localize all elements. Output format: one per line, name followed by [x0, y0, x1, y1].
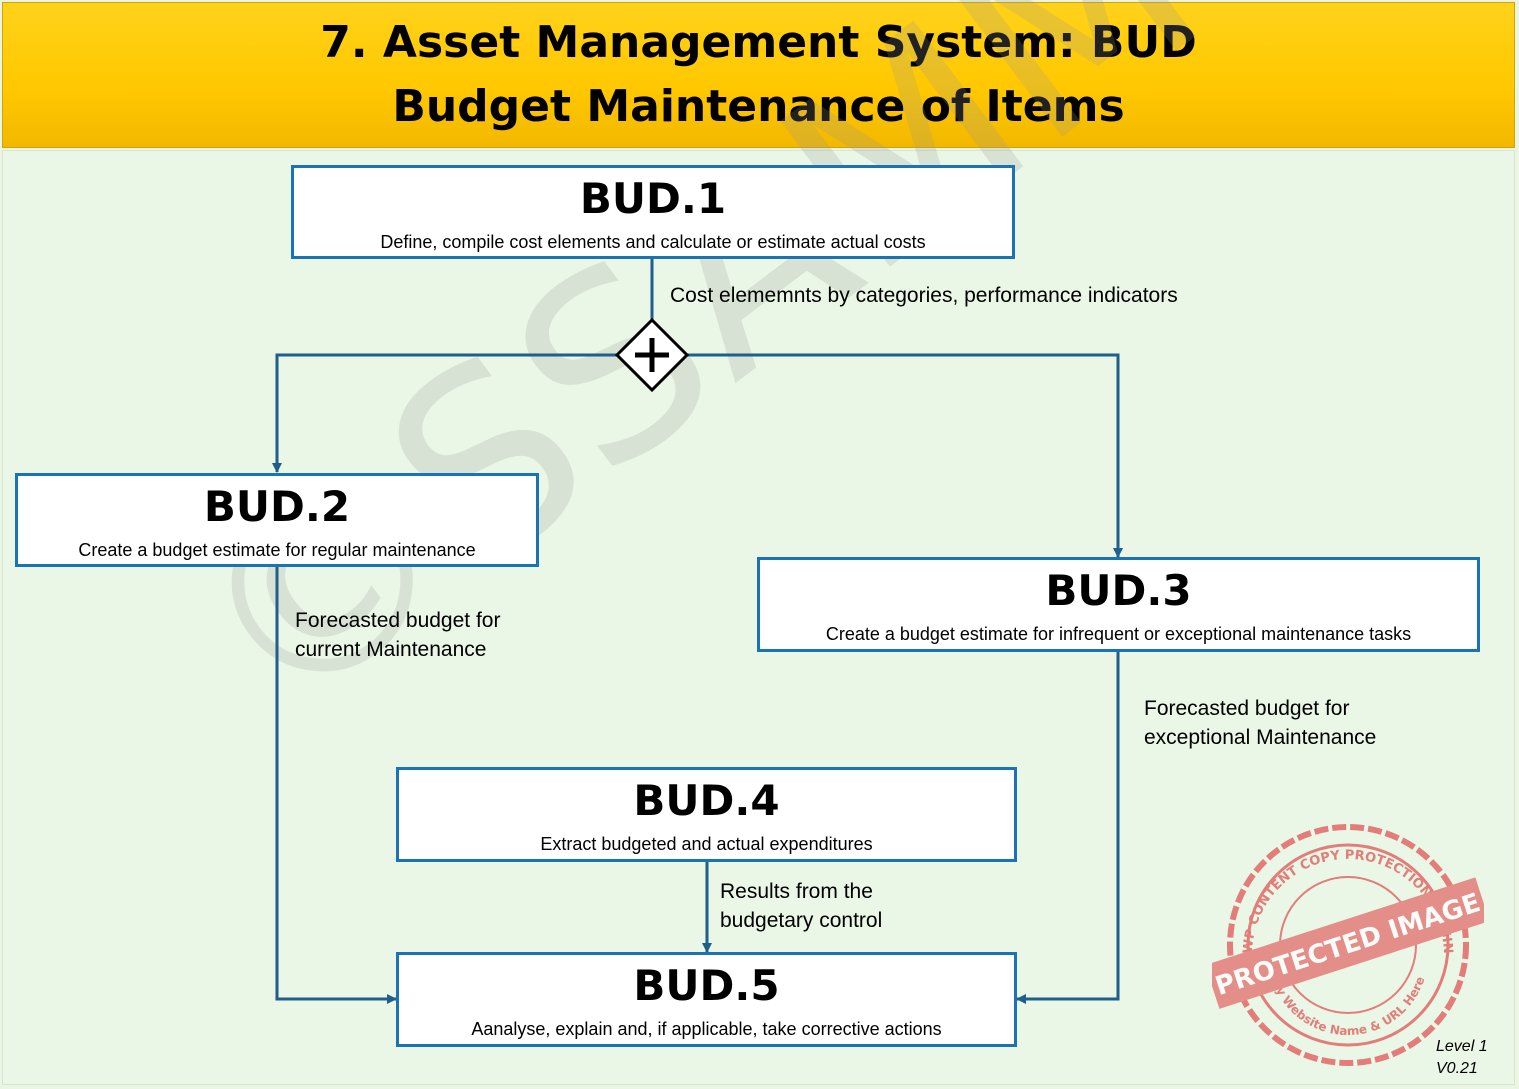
box-code: BUD.1	[579, 174, 727, 223]
flow-label-regular-budget: Forecasted budget for current Maintenanc…	[295, 606, 500, 664]
flow-label-cost-elements: Cost elememnts by categories, performanc…	[670, 284, 1178, 307]
box-description: Create a budget estimate for infrequent …	[825, 624, 1412, 644]
box-code: BUD.5	[633, 961, 780, 1010]
box-description: Aanalyse, explain and, if applicable, ta…	[471, 1019, 942, 1039]
box-description: Define, compile cost elements and calcul…	[380, 232, 926, 252]
flow-label-line: Results from the	[720, 880, 873, 903]
box-bud1: BUD.1 Define, compile cost elements and …	[291, 165, 1015, 259]
box-code: BUD.3	[1045, 566, 1192, 615]
page-subtitle: Budget Maintenance of Items	[392, 81, 1125, 132]
box-bud4: BUD.4 Extract budgeted and actual expend…	[396, 767, 1017, 862]
version-info: Level 1 V0.21	[1436, 1036, 1488, 1080]
flow-label-exceptional-budget: Forecasted budget for exceptional Mainte…	[1144, 694, 1376, 752]
box-bud3: BUD.3 Create a budget estimate for infre…	[757, 557, 1480, 652]
page-title: 7. Asset Management System: BUD	[320, 17, 1197, 68]
connector-gateway-bud3	[686, 353, 1123, 558]
flow-label-line: Forecasted budget for	[295, 609, 501, 632]
box-bud2: BUD.2 Create a budget estimate for regul…	[15, 473, 539, 567]
title-banner: 7. Asset Management System: BUD Budget M…	[2, 2, 1515, 148]
connector-bud2-bud5	[275, 566, 397, 1004]
box-bud5: BUD.5 Aanalyse, explain and, if applicab…	[396, 952, 1017, 1047]
connector-bud3-bud5	[1016, 651, 1120, 1004]
connector-gateway-bud2	[272, 353, 618, 473]
level-label: Level 1	[1436, 1038, 1488, 1055]
plus-icon	[635, 338, 669, 372]
flow-label-line: current Maintenance	[295, 638, 487, 661]
flow-label-line: budgetary control	[720, 909, 883, 932]
flow-label-results: Results from the budgetary control	[720, 877, 882, 935]
version-label: V0.21	[1436, 1060, 1478, 1077]
box-code: BUD.4	[633, 776, 780, 825]
box-description: Create a budget estimate for regular mai…	[78, 540, 476, 560]
box-code: BUD.2	[203, 482, 351, 531]
protected-image-stamp: WP CONTENT COPY PROTECTION PLUGIN My Web…	[1212, 824, 1484, 1066]
flow-label-line: Forecasted budget for	[1144, 697, 1350, 720]
flow-label-line: exceptional Maintenance	[1144, 726, 1377, 749]
parallel-gateway	[614, 317, 690, 393]
box-description: Extract budgeted and actual expenditures	[540, 834, 873, 854]
